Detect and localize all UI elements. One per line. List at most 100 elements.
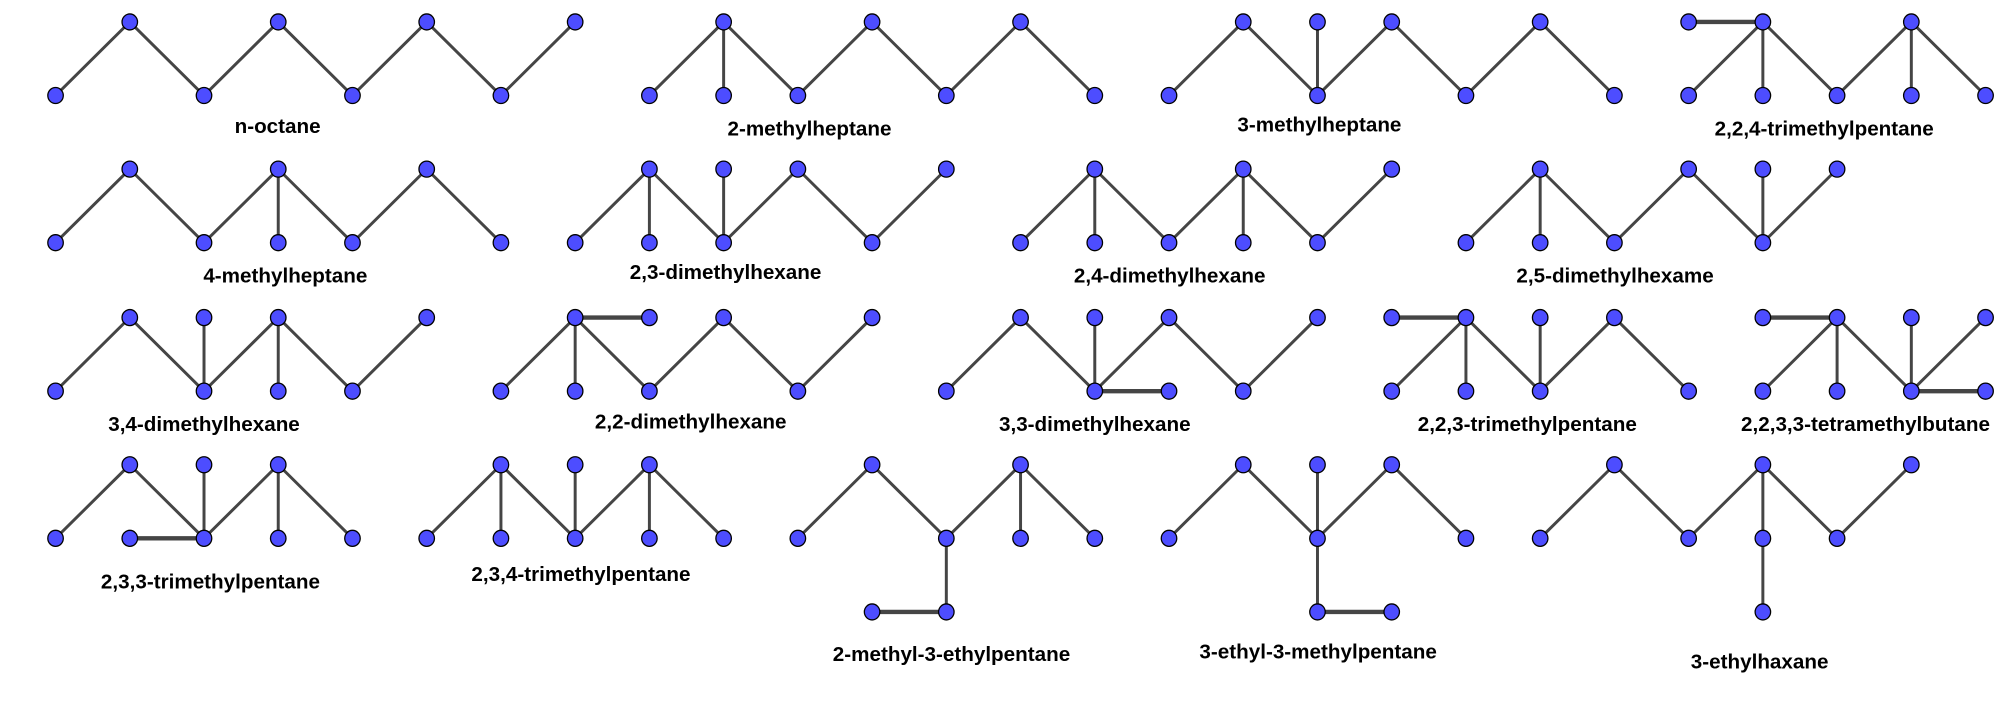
carbon-node [1160, 234, 1178, 252]
carbon-node [937, 86, 955, 105]
carbon-node [863, 13, 881, 31]
carbon-node [269, 160, 287, 178]
bond-edge [1390, 20, 1468, 98]
carbon-node [1902, 308, 1920, 327]
carbon-node [715, 234, 733, 252]
bond-edge [1315, 463, 1394, 540]
bond-edge [870, 167, 948, 245]
bond-edge [1835, 316, 1913, 393]
bond-edge [128, 316, 206, 393]
bond-edge [202, 316, 280, 393]
carbon-node [1457, 529, 1475, 547]
bond-edge [202, 167, 280, 245]
carbon-node [1086, 529, 1104, 547]
label-3-ethylhaxane: 3-ethylhaxane [1691, 651, 1829, 674]
bond-edge [722, 20, 800, 98]
label-224-trimethylpentane: 2,2,4-trimethylpentane [1715, 118, 1934, 141]
bond-edge [647, 463, 726, 540]
carbon-node [1309, 13, 1326, 31]
label-25-dimethylhexame: 2,5-dimethylhexame [1516, 265, 1713, 288]
carbon-node [566, 529, 584, 547]
carbon-node [641, 234, 658, 252]
label-34-dimethylhexane: 3,4-dimethylhexane [108, 413, 300, 436]
bond-edge [1612, 463, 1691, 540]
carbon-node [937, 529, 955, 547]
bond-edge [1538, 316, 1616, 393]
bond-edge [1019, 167, 1097, 245]
bond-edge [1687, 20, 1765, 98]
carbon-node [1309, 86, 1326, 105]
carbon-node [492, 456, 510, 474]
carbon-node [1902, 382, 1920, 400]
bond-edge [1390, 316, 1468, 393]
label-223-trimethylpentane: 2,2,3-trimethylpentane [1418, 413, 1637, 436]
carbon-node [121, 308, 139, 327]
carbon-node [1531, 234, 1549, 252]
carbon-node [1086, 160, 1104, 178]
bond-edge [425, 463, 503, 540]
molecule-graph [1680, 13, 1994, 105]
carbon-node [641, 456, 658, 474]
bond-edge [1464, 20, 1542, 98]
bond-edge [1761, 463, 1839, 540]
label-2233-tetramethylbutane: 2,2,3,3-tetramethylbutane [1741, 413, 1990, 436]
bond-edge [1019, 20, 1097, 98]
bond-edge [1241, 167, 1319, 245]
bond-edge [1167, 167, 1245, 245]
bond-edge [796, 463, 874, 540]
carbon-node [566, 234, 584, 252]
bond-edge [350, 20, 429, 98]
carbon-node [418, 529, 436, 547]
bond-edge [1019, 463, 1097, 540]
bond-edge [128, 167, 206, 245]
carbon-node [1012, 308, 1029, 327]
carbon-node [121, 456, 139, 474]
carbon-node [1457, 234, 1475, 252]
carbon-node [641, 529, 658, 547]
carbon-node [863, 603, 881, 621]
carbon-node [1680, 86, 1698, 105]
label-2-methylheptane: 2-methylheptane [727, 118, 891, 141]
carbon-node [1012, 529, 1029, 547]
bond-edge [944, 20, 1023, 98]
bond-edge [1761, 20, 1839, 98]
carbon-node [269, 529, 287, 547]
bond-edge [1909, 316, 1988, 393]
carbon-node [715, 308, 733, 327]
carbon-node [1902, 13, 1920, 31]
carbon-node [1977, 308, 1994, 327]
carbon-node [1012, 13, 1029, 31]
carbon-node [121, 529, 139, 547]
label-24-dimethylhexane: 2,4-dimethylhexane [1074, 265, 1266, 288]
bond-edge [1093, 316, 1171, 393]
carbon-node [1012, 234, 1029, 252]
carbon-node [1902, 456, 1920, 474]
carbon-node [195, 382, 213, 400]
carbon-node [715, 160, 733, 178]
label-22-dimethylhexane: 2,2-dimethylhexane [595, 411, 787, 434]
carbon-node [1754, 603, 1772, 621]
carbon-node [1383, 603, 1401, 621]
carbon-node [937, 160, 955, 178]
bond-edge [54, 167, 132, 245]
carbon-node [47, 529, 64, 547]
carbon-node [418, 13, 436, 31]
carbon-node [492, 529, 510, 547]
label-4-methylheptane: 4-methylheptane [203, 265, 367, 288]
bond-edge [1315, 167, 1394, 245]
carbon-node [789, 160, 807, 178]
carbon-node [641, 382, 658, 400]
bond-edge [202, 20, 280, 98]
bond-edge [425, 20, 503, 98]
carbon-node [1086, 382, 1104, 400]
carbon-node [195, 529, 213, 547]
carbon-node [1754, 308, 1772, 327]
bond-edge [722, 316, 800, 393]
carbon-node [1902, 86, 1920, 105]
bond-edge [1538, 463, 1616, 540]
carbon-node [195, 86, 213, 105]
bond-edge [1612, 167, 1691, 245]
bond-edge [350, 167, 429, 245]
carbon-node [1309, 308, 1326, 327]
